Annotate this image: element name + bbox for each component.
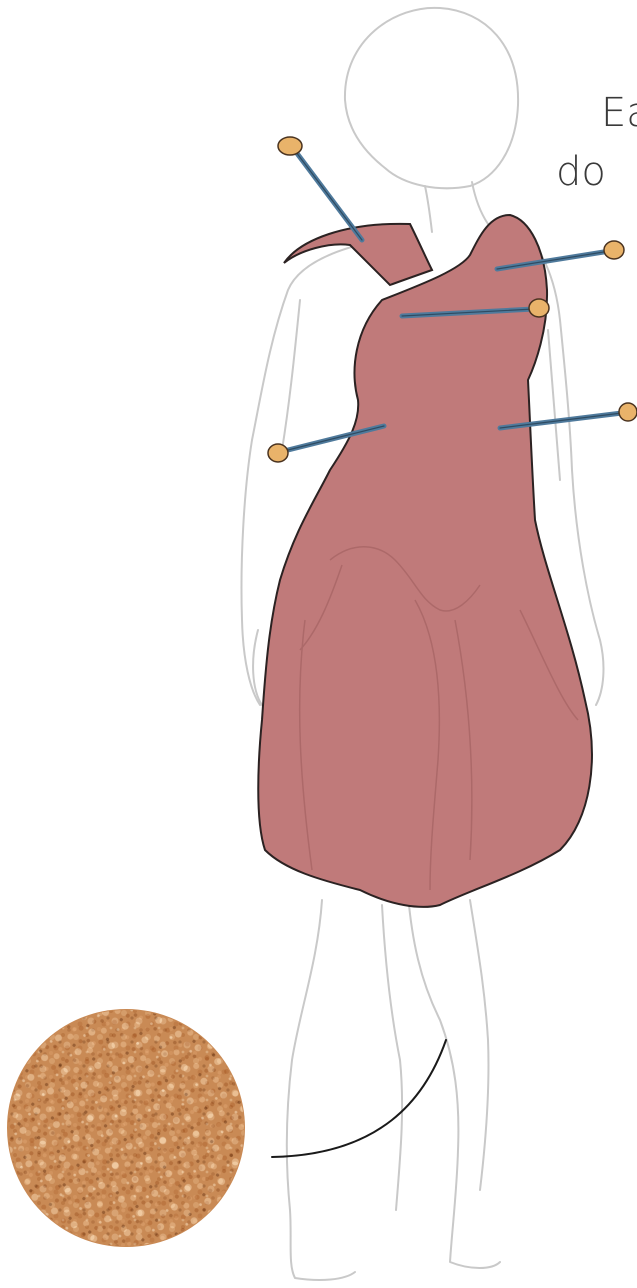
callout-line [272,1040,446,1157]
cork-swatch [0,951,309,1288]
dress-panel [258,215,592,907]
pin [278,137,362,240]
